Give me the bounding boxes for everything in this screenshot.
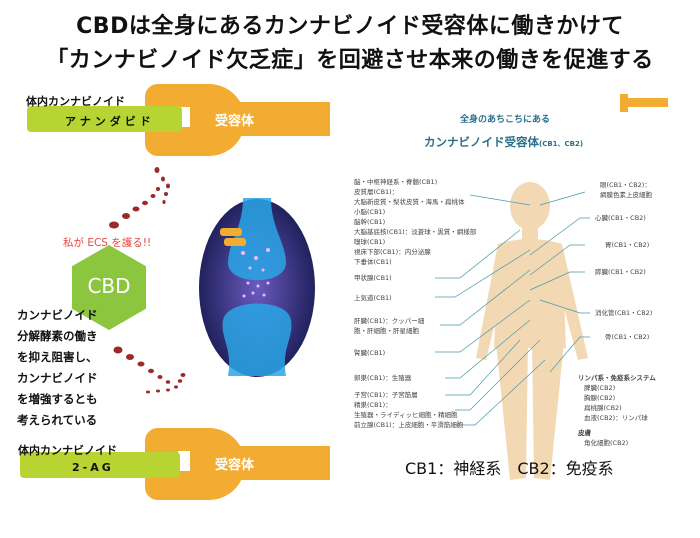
ligand-bar: [20, 452, 180, 478]
ligand-title: 体内カンナビノイド: [26, 95, 125, 108]
organ-label-uterus: 子宮(CB1)：子宮筋層: [354, 391, 418, 399]
cbd-callout: 私が ECS を護る!!: [63, 237, 152, 249]
description-line: 考えられている: [17, 413, 98, 427]
organ-label: 生殖器・ライディッヒ細胞・精細胞: [354, 411, 458, 419]
organ-label-liver: 肝臓(CB1)：クッパー細 胞・肝細胞・肝星細胞: [354, 316, 424, 336]
description-line: カンナビノイド: [17, 371, 98, 385]
organ-label-testis: 精巣(CB1)： 生殖器・ライディッヒ細胞・精細胞: [354, 400, 458, 420]
receptor-tail: [230, 102, 330, 136]
ligand-bar: [27, 106, 182, 132]
organ-label-heart: 心臓(CB1・CB2): [595, 214, 646, 222]
organ-label-airway: 上気道(CB1): [354, 294, 392, 302]
receptor-tail: [230, 446, 330, 480]
cbd-description: カンナビノイド 分解酵素の働き を抑え阻害し、 カンナビノイド を増強するとも …: [17, 305, 98, 431]
dotted-arrow-top: [109, 167, 170, 229]
cbd-label: CBD: [87, 274, 131, 298]
dotted-arrow-bottom: [113, 346, 186, 394]
organ-label: 網膜色素上皮細胞: [600, 191, 652, 199]
cbd-molecule-icon-part: [224, 238, 246, 246]
organ-label: 大脳新皮質・梨状皮質・海馬・扁桃体: [354, 198, 465, 206]
organ-label: 胸腺(CB2): [584, 394, 616, 402]
organ-label-eye: 眼(CB1・CB2)： 網膜色素上皮細胞: [600, 180, 652, 200]
receptor-label: 受容体: [215, 458, 255, 473]
organ-label: 大脳基底核(CB1)：淡蒼球・黒質・網様部: [354, 228, 477, 236]
organ-label: 視床下部(CB1)：内分泌腺: [354, 248, 431, 256]
description-line: 分解酵素の働き: [17, 329, 98, 343]
organ-label: 眼(CB1・CB2)：: [600, 181, 651, 189]
description-line: を抑え阻害し、: [17, 350, 98, 364]
bodymap-title-suffix: (CB1、CB2): [539, 140, 584, 148]
organ-label: 角化細胞(CB2): [584, 439, 629, 447]
skin-labels: 皮膚 角化細胞(CB2): [578, 428, 628, 448]
organ-label-bone: 骨(CB1・CB2): [605, 333, 650, 341]
organ-label: 脳幹(CB1): [354, 218, 386, 226]
organ-label: 小脳(CB1): [354, 208, 386, 216]
organ-label-digestive: 消化管(CB1・CB2): [595, 309, 653, 317]
bodymap-title: カンナビノイド受容体(CB1、CB2): [424, 134, 583, 150]
organ-label: 扁桃腺(CB2): [584, 404, 622, 412]
organ-label-kidney: 腎臓(CB1): [354, 349, 386, 357]
bodymap-subtitle: 全身のあちこちにある: [460, 115, 551, 125]
organ-label: 皮質層(CB1)：: [354, 188, 399, 196]
organ-label: 脾臓(CB2): [584, 384, 616, 392]
organ-label-pancreas: 膵臓(CB1・CB2): [595, 268, 646, 276]
organ-label: 皮膚: [578, 429, 591, 437]
organ-label-prostate: 前立腺(CB1)：上皮細胞・平滑筋細胞: [354, 421, 464, 429]
receptor-label: 受容体: [215, 114, 255, 129]
organ-label: 脳・中枢神経系・脊髄(CB1): [354, 178, 438, 186]
description-line: を増強するとも: [17, 392, 98, 406]
organ-label: 肝臓(CB1)：クッパー細: [354, 317, 425, 325]
human-body-figure: [476, 182, 588, 480]
organ-label: 下垂体(CB1): [354, 258, 392, 266]
organ-label: 精巣(CB1)：: [354, 401, 392, 409]
lymph-system-labels: リンパ系・免疫系システム 脾臓(CB2) 胸腺(CB2) 扁桃腺(CB2) 血液…: [578, 373, 656, 423]
ligand-title: 体内カンナビノイド: [18, 444, 117, 457]
headline-line2: 「カンナビノイド欠乏症」を回避させ本来の働きを促進する: [46, 48, 654, 73]
organ-label: 血液(CB2)：リンパ球: [584, 414, 648, 422]
bodymap-caption: CB1：神経系 CB2：免疫系: [405, 459, 614, 478]
organ-label: リンパ系・免疫系システム: [578, 374, 656, 382]
receptor-slot: [178, 451, 190, 471]
bodymap-title-text: カンナビノイド受容体: [424, 135, 539, 149]
ligand-name: アナンダビド: [65, 115, 155, 128]
cbd-molecule-icon: [220, 228, 242, 236]
organ-label-thyroid: 甲状腺(CB1): [354, 274, 392, 282]
organ-label-ovary: 卵巣(CB1)：生殖器: [354, 374, 412, 382]
receptor-mini-icon: [620, 98, 668, 107]
organ-label-stomach: 胃(CB1・CB2): [605, 241, 650, 249]
organ-label: 嗅球(CB1): [354, 238, 386, 246]
ligand-name: 2-AG: [72, 461, 114, 474]
description-line: カンナビノイド: [17, 308, 98, 322]
label-group-brain: 脳・中枢神経系・脊髄(CB1) 皮質層(CB1)： 大脳新皮質・梨状皮質・海馬・…: [354, 177, 476, 267]
organ-label: 胞・肝細胞・肝星細胞: [354, 327, 419, 335]
headline-line1: CBDは全身にあるカンナビノイド受容体に働きかけて: [76, 14, 624, 39]
receptor-mini-icon-part: [620, 94, 628, 112]
